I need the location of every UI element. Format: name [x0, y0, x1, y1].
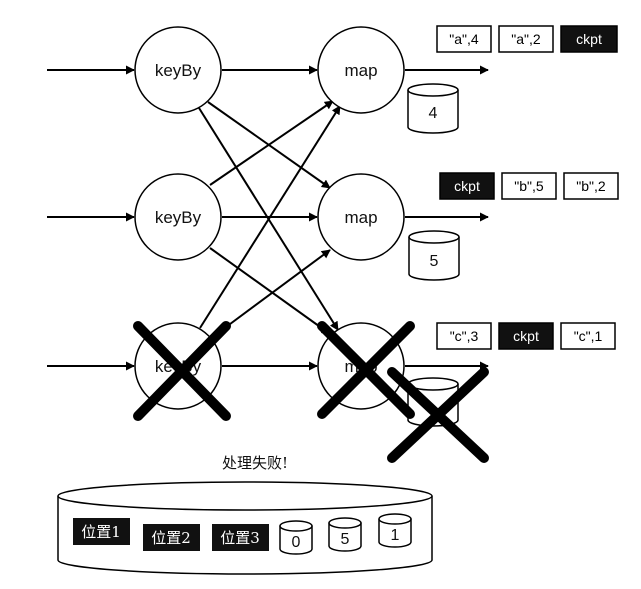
failed-map-cross-mark [317, 321, 415, 419]
saved-state-1: 1 [378, 513, 412, 548]
failure-caption: 处理失败! [222, 454, 288, 472]
storage-position-2: 位置2 [151, 529, 191, 547]
failure-marks [133, 321, 489, 463]
state-cylinder-1-value: 4 [429, 105, 438, 122]
output-arrows [405, 65, 489, 371]
storage-position-3: 位置3 [220, 529, 260, 547]
edge-keyby3-map2 [221, 249, 331, 331]
saved-state-1-value: 1 [391, 527, 400, 544]
record-b-5: "b",5 [514, 178, 544, 194]
map-node-2: map [317, 173, 405, 261]
storage-position-3-box [212, 524, 269, 551]
checkpoint-barrier-2: ckpt [454, 178, 480, 194]
keyby-node-1-label: keyBy [155, 61, 202, 80]
stream-row-3: "c",3 ckpt "c",1 [436, 322, 616, 350]
input-arrows [47, 65, 135, 371]
record-c-3: "c",3 [450, 328, 479, 344]
record-a-4: "a",4 [449, 31, 479, 47]
map-node-1: map [317, 26, 405, 114]
state-cylinder-2-value: 5 [430, 253, 439, 270]
keyby-node-2-label: keyBy [155, 208, 202, 227]
map-node-1-label: map [344, 61, 377, 80]
edge-keyby3-map1 [199, 105, 341, 329]
record-b-2: "b",2 [576, 178, 606, 194]
saved-state-0-value: 0 [292, 534, 301, 551]
stream-row-1: "a",4 "a",2 ckpt [436, 25, 618, 53]
map-node-2-label: map [344, 208, 377, 227]
keyby-node-2: keyBy [134, 173, 222, 261]
record-a-2: "a",2 [511, 31, 541, 47]
storage-position-2-box [143, 524, 200, 551]
state-cylinder-1: 4 [407, 83, 459, 134]
state-cylinder-2: 5 [408, 230, 460, 281]
saved-state-5-value: 5 [341, 531, 350, 548]
failed-keyby-cross-mark [133, 321, 231, 421]
saved-state-0: 0 [279, 520, 313, 555]
record-c-1: "c",1 [574, 328, 603, 344]
failed-state-cross-mark [387, 367, 489, 463]
checkpoint-barrier-1: ckpt [576, 31, 602, 47]
keyby-node-1: keyBy [134, 26, 222, 114]
edge-keyby2-map1 [209, 100, 334, 186]
checkpoint-barrier-3: ckpt [513, 328, 539, 344]
storage-position-1: 位置1 [81, 523, 121, 541]
edge-keyby2-map3 [209, 247, 331, 335]
checkpoint-storage: 位置1 位置2 位置3 0 5 1 [57, 481, 433, 575]
stream-row-2: ckpt "b",5 "b",2 [439, 172, 619, 200]
storage-position-1-box [73, 518, 130, 545]
saved-state-5: 5 [328, 517, 362, 552]
keyby-to-map-edges [198, 65, 341, 371]
